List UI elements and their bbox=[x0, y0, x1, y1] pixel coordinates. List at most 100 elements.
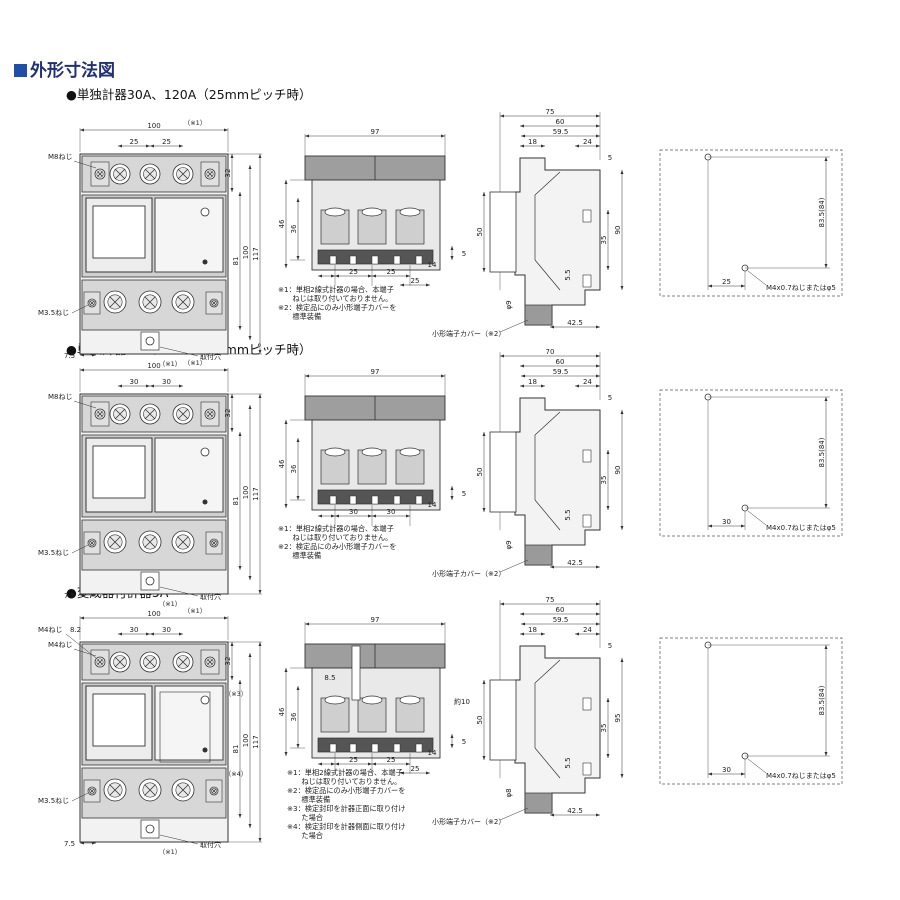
cover-lip bbox=[489, 679, 517, 761]
arrow-icon bbox=[708, 772, 712, 776]
arrow-icon bbox=[146, 632, 150, 636]
dimension-label: 42.5 bbox=[567, 807, 583, 815]
arrow-icon bbox=[296, 744, 300, 748]
terminal-screw-icon bbox=[361, 447, 383, 457]
display-glass bbox=[92, 205, 146, 259]
line bbox=[71, 544, 89, 554]
arrow-icon bbox=[606, 210, 610, 214]
dimension-label: 90 bbox=[614, 466, 622, 475]
line bbox=[177, 536, 189, 548]
note-line: ※1：単相2線式計器の場合、本端子 bbox=[278, 285, 394, 294]
note-line: た場合 bbox=[287, 813, 323, 822]
arrow-icon bbox=[596, 632, 600, 636]
side-profile bbox=[514, 157, 601, 326]
line bbox=[109, 784, 121, 796]
dimension-label: 18 bbox=[528, 138, 537, 146]
line bbox=[747, 758, 767, 774]
arrow-icon bbox=[92, 841, 96, 845]
dimension-label: 5 bbox=[608, 394, 612, 402]
dimension-label: 50 bbox=[476, 228, 484, 237]
arrow-icon bbox=[230, 394, 234, 398]
arrow-icon bbox=[296, 686, 300, 690]
arrow-icon bbox=[80, 841, 84, 845]
arrow-icon bbox=[708, 284, 712, 288]
arrow-icon bbox=[520, 144, 524, 148]
arrow-icon bbox=[482, 680, 486, 684]
arrow-icon bbox=[238, 432, 242, 436]
dimension-label: 46 bbox=[278, 219, 286, 228]
arrow-icon bbox=[450, 734, 454, 738]
terminal-slot bbox=[415, 743, 423, 753]
line bbox=[207, 171, 213, 177]
line bbox=[73, 160, 97, 169]
screw-label: M3.5ねじ bbox=[38, 309, 69, 317]
arrow-icon bbox=[400, 283, 404, 287]
dimension-label: 81 bbox=[232, 745, 240, 754]
line bbox=[144, 784, 156, 796]
dimension-label: 97 bbox=[371, 616, 380, 624]
arrow-icon bbox=[296, 496, 300, 500]
line bbox=[97, 171, 103, 177]
arrow-icon bbox=[118, 384, 122, 388]
dimension-label: φ9 bbox=[505, 300, 513, 309]
cutout-outline bbox=[659, 389, 843, 537]
arrow-icon bbox=[80, 353, 84, 357]
dimension-label: 30 bbox=[722, 518, 731, 526]
nameplate bbox=[154, 685, 224, 761]
arrow-icon bbox=[146, 144, 150, 148]
dimension-label: 100 bbox=[242, 734, 250, 747]
line bbox=[211, 540, 217, 546]
terminal-screw-icon bbox=[361, 695, 383, 705]
side-slot bbox=[582, 697, 592, 711]
line bbox=[71, 792, 89, 802]
line bbox=[71, 304, 89, 314]
dimension-label: 42.5 bbox=[567, 319, 583, 327]
dimension-label: 14 bbox=[428, 749, 437, 757]
arrow-icon bbox=[741, 772, 745, 776]
arrow-icon bbox=[541, 632, 545, 636]
line bbox=[534, 259, 561, 291]
arrow-icon bbox=[482, 432, 486, 436]
dimension-label: 8.5 bbox=[324, 674, 335, 682]
arrow-icon bbox=[596, 374, 600, 378]
arrow-icon bbox=[596, 602, 600, 606]
dimension-label: 25 bbox=[162, 138, 171, 146]
dimension-label: 8.2 bbox=[70, 626, 81, 634]
arrow-icon bbox=[284, 264, 288, 268]
display-glass bbox=[92, 693, 146, 747]
dimension-label: 59.5 bbox=[553, 368, 569, 376]
arrow-icon bbox=[368, 514, 372, 518]
terminal-cover bbox=[524, 304, 553, 326]
dimension-label: 18 bbox=[528, 378, 537, 386]
arrow-icon bbox=[284, 668, 288, 672]
terminal-slot bbox=[371, 495, 379, 505]
arrow-icon bbox=[824, 157, 828, 161]
arrow-icon bbox=[575, 632, 579, 636]
terminal-slot bbox=[393, 743, 401, 753]
dimension-label: 35 bbox=[600, 724, 608, 733]
arrow-icon bbox=[406, 514, 410, 518]
arrow-icon bbox=[406, 762, 410, 766]
screw-label: M3.5ねじ bbox=[38, 549, 69, 557]
terminal-cover bbox=[524, 792, 553, 814]
arrow-icon bbox=[741, 524, 745, 528]
arrow-icon bbox=[741, 284, 745, 288]
arrow-icon bbox=[230, 642, 234, 646]
line bbox=[114, 656, 126, 668]
arrow-icon bbox=[575, 384, 579, 388]
line bbox=[211, 788, 217, 794]
dimension-label: 50 bbox=[476, 716, 484, 725]
arrow-icon bbox=[230, 428, 234, 432]
arrow-icon bbox=[426, 283, 430, 287]
dimension-label: 5 bbox=[462, 250, 466, 258]
dimension-label: 81 bbox=[232, 257, 240, 266]
arrow-icon bbox=[596, 622, 600, 626]
arrow-icon bbox=[179, 144, 183, 148]
line bbox=[73, 400, 97, 409]
dimension-label: 70 bbox=[546, 348, 555, 356]
arrow-icon bbox=[824, 264, 828, 268]
arrow-icon bbox=[179, 632, 183, 636]
arrow-icon bbox=[596, 325, 600, 329]
dimension-label: 25 bbox=[387, 268, 396, 276]
